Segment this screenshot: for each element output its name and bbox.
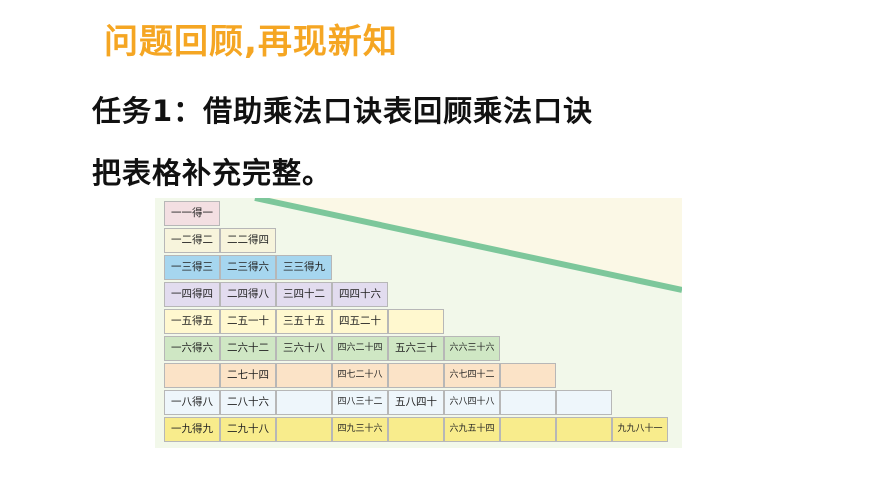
table-cell-r7-c7[interactable] (500, 363, 556, 388)
task-line-1: 任务1：借助乘法口诀表回顾乘法口诀 (92, 94, 594, 128)
diagonal-stripe (254, 198, 682, 293)
table-cell-r2-c1: 一二得二 (164, 228, 220, 253)
table-cell-r8-c3[interactable] (276, 390, 332, 415)
table-cell-r3-c2: 二三得六 (220, 255, 276, 280)
table-cell-r9-c2: 二九十八 (220, 417, 276, 442)
table-cell-r6-c5: 五六三十 (388, 336, 444, 361)
board-background (155, 198, 682, 293)
table-cell-r4-c1: 一四得四 (164, 282, 220, 307)
table-cell-r3-c3: 三三得九 (276, 255, 332, 280)
table-cell-r7-c3[interactable] (276, 363, 332, 388)
multiplication-table-board: 一一得一一二得二二二得四一三得三二三得六三三得九一四得四二四得八三四十二四四十六… (155, 198, 682, 448)
page-title: 问题回顾,再现新知 (104, 22, 398, 62)
table-cell-r6-c6: 六六三十六 (444, 336, 500, 361)
upper-background-region (155, 198, 682, 290)
table-cell-r8-c1: 一八得八 (164, 390, 220, 415)
table-cell-r6-c1: 一六得六 (164, 336, 220, 361)
table-cell-r5-c2: 二五一十 (220, 309, 276, 334)
table-cell-r2-c2: 二二得四 (220, 228, 276, 253)
table-cell-r8-c7[interactable] (500, 390, 556, 415)
table-cell-r6-c3: 三六十八 (276, 336, 332, 361)
table-cell-r8-c8[interactable] (556, 390, 612, 415)
table-cell-r4-c3: 三四十二 (276, 282, 332, 307)
table-cell-r7-c5[interactable] (388, 363, 444, 388)
table-cell-r7-c6: 六七四十二 (444, 363, 500, 388)
table-cell-r8-c6: 六八四十八 (444, 390, 500, 415)
table-cell-r6-c2: 二六十二 (220, 336, 276, 361)
table-cell-r4-c2: 二四得八 (220, 282, 276, 307)
table-cell-r1-c1: 一一得一 (164, 201, 220, 226)
table-cell-r9-c1: 一九得九 (164, 417, 220, 442)
table-cell-r6-c4: 四六二十四 (332, 336, 388, 361)
table-cell-r9-c3[interactable] (276, 417, 332, 442)
task-line-2: 把表格补充完整。 (92, 156, 333, 190)
table-cell-r4-c4: 四四十六 (332, 282, 388, 307)
table-cell-r7-c2: 二七十四 (220, 363, 276, 388)
table-cell-r7-c1[interactable] (164, 363, 220, 388)
table-cell-r5-c3: 三五十五 (276, 309, 332, 334)
table-cell-r9-c9: 九九八十一 (612, 417, 668, 442)
table-cell-r9-c8[interactable] (556, 417, 612, 442)
table-cell-r5-c1: 一五得五 (164, 309, 220, 334)
table-cell-r5-c4: 四五二十 (332, 309, 388, 334)
table-cell-r8-c5: 五八四十 (388, 390, 444, 415)
table-cell-r7-c4: 四七二十八 (332, 363, 388, 388)
table-cell-r5-c5[interactable] (388, 309, 444, 334)
table-cell-r9-c4: 四九三十六 (332, 417, 388, 442)
table-cell-r3-c1: 一三得三 (164, 255, 220, 280)
table-cell-r8-c2: 二八十六 (220, 390, 276, 415)
table-cell-r9-c6: 六九五十四 (444, 417, 500, 442)
table-cell-r9-c5[interactable] (388, 417, 444, 442)
table-cell-r9-c7[interactable] (500, 417, 556, 442)
table-cell-r8-c4: 四八三十二 (332, 390, 388, 415)
